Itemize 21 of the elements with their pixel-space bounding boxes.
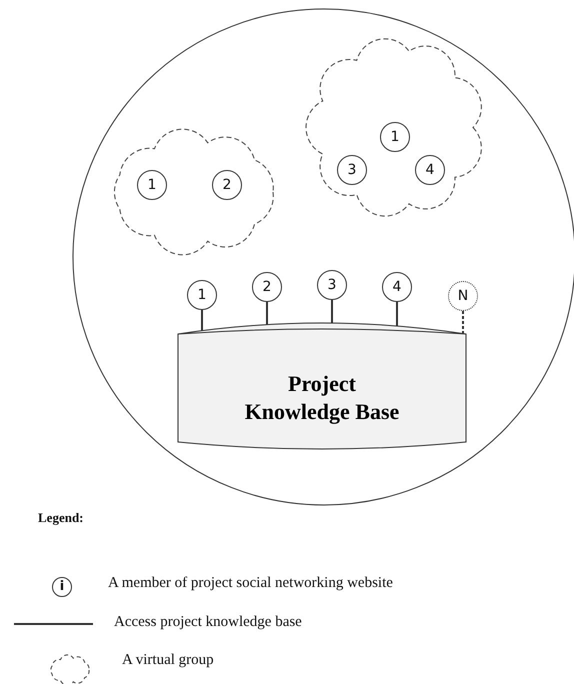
legend-heading: Legend: [38,510,84,526]
member-circle: 2 [252,272,282,302]
member-circle: 1 [137,170,167,200]
legend-text: Access project knowledge base [114,614,302,631]
member-circle: 4 [415,155,445,185]
member-circle: 1 [187,280,217,310]
legend-text: A virtual group [122,652,214,669]
connector-line [201,310,203,330]
member-circle: N [448,281,478,311]
member-circle: 2 [212,170,242,200]
member-circle: 1 [380,122,410,152]
connector-line [396,302,398,326]
legend-text: A member of project social networking website [108,575,393,592]
connector-line [331,300,333,324]
connector-line [266,302,268,325]
member-circle: 3 [317,270,347,300]
member-symbol: i [52,577,72,597]
member-circle: 3 [337,155,367,185]
member-circle: 4 [382,272,412,302]
connector-line [462,311,464,334]
database-label: Project Knowledge Base [244,370,400,426]
